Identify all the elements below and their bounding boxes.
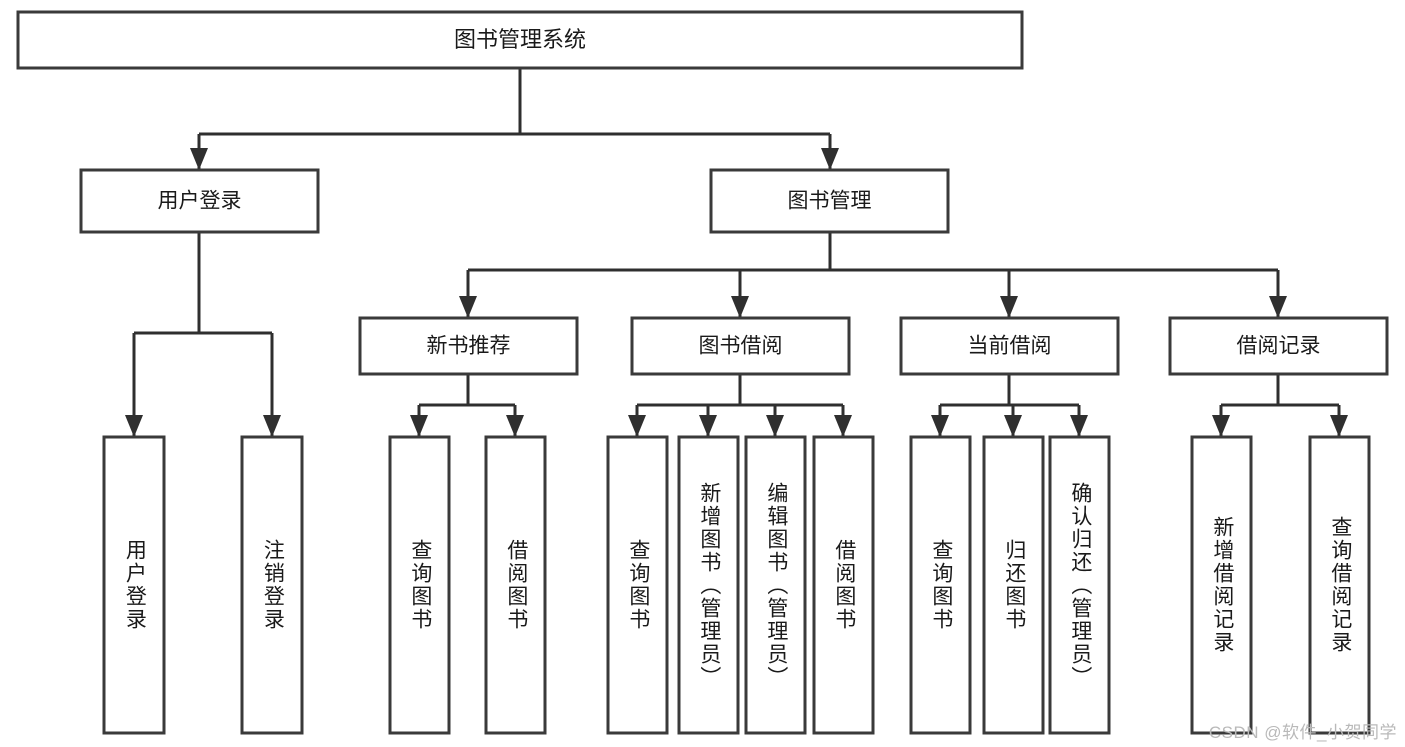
node-leaf-query-book-2[interactable] bbox=[606, 435, 669, 735]
node-box-borrow-record[interactable] bbox=[1168, 316, 1389, 376]
node-box-book-manage[interactable] bbox=[709, 168, 950, 234]
arrow-head bbox=[125, 415, 143, 437]
node-box-leaf-query-record[interactable] bbox=[1308, 435, 1371, 735]
node-box-leaf-query-book-3[interactable] bbox=[909, 435, 972, 735]
node-leaf-edit-book[interactable] bbox=[744, 435, 807, 735]
node-box-leaf-query-book-2[interactable] bbox=[606, 435, 669, 735]
node-box-leaf-user-login[interactable] bbox=[102, 435, 166, 735]
arrow-head bbox=[263, 415, 281, 437]
arrow-head bbox=[931, 415, 949, 437]
node-leaf-user-login[interactable] bbox=[102, 435, 166, 735]
node-leaf-borrow-book-1[interactable] bbox=[484, 435, 547, 735]
watermark-text: CSDN @软件_小贺同学 bbox=[1208, 723, 1397, 742]
connector-layer bbox=[125, 68, 1348, 437]
arrow-head bbox=[1070, 415, 1088, 437]
arrow-head bbox=[190, 148, 208, 170]
arrow-head bbox=[1269, 296, 1287, 318]
node-new-book-rec[interactable] bbox=[358, 316, 579, 376]
arrow-head bbox=[1000, 296, 1018, 318]
arrow-head bbox=[821, 148, 839, 170]
node-leaf-confirm-return[interactable] bbox=[1048, 435, 1111, 735]
node-label-root: 图书管理系统 bbox=[454, 27, 586, 52]
node-leaf-query-record[interactable] bbox=[1308, 435, 1371, 735]
node-box-leaf-return-book[interactable] bbox=[982, 435, 1045, 735]
node-label-borrow-record: 借阅记录 bbox=[1237, 335, 1321, 358]
node-label-book-borrow: 图书借阅 bbox=[699, 335, 783, 358]
node-box-new-book-rec[interactable] bbox=[358, 316, 579, 376]
arrow-head bbox=[1212, 415, 1230, 437]
node-box-root[interactable] bbox=[16, 10, 1024, 70]
node-label-user-login: 用户登录 bbox=[158, 190, 242, 213]
node-box-leaf-add-book[interactable] bbox=[677, 435, 740, 735]
node-book-borrow[interactable] bbox=[630, 316, 851, 376]
node-leaf-return-book[interactable] bbox=[982, 435, 1045, 735]
arrow-head bbox=[731, 296, 749, 318]
node-box-leaf-borrow-book-1[interactable] bbox=[484, 435, 547, 735]
node-label-new-book-rec: 新书推荐 bbox=[427, 335, 511, 358]
node-box-current-borrow[interactable] bbox=[899, 316, 1120, 376]
node-box-leaf-edit-book[interactable] bbox=[744, 435, 807, 735]
node-box-leaf-user-logout[interactable] bbox=[240, 435, 304, 735]
node-book-manage[interactable] bbox=[709, 168, 950, 234]
arrow-head bbox=[628, 415, 646, 437]
arrow-head bbox=[1330, 415, 1348, 437]
node-box-leaf-borrow-book-2[interactable] bbox=[812, 435, 875, 735]
node-label-book-manage: 图书管理 bbox=[788, 190, 872, 213]
node-box-user-login[interactable] bbox=[79, 168, 320, 234]
node-leaf-query-book-3[interactable] bbox=[909, 435, 972, 735]
node-leaf-user-logout[interactable] bbox=[240, 435, 304, 735]
arrow-head bbox=[459, 296, 477, 318]
node-box-layer bbox=[16, 10, 1389, 735]
node-box-leaf-add-record[interactable] bbox=[1190, 435, 1253, 735]
node-leaf-add-book[interactable] bbox=[677, 435, 740, 735]
node-label-current-borrow: 当前借阅 bbox=[968, 335, 1052, 358]
node-leaf-query-book-1[interactable] bbox=[388, 435, 451, 735]
arrow-head bbox=[410, 415, 428, 437]
node-root[interactable] bbox=[16, 10, 1024, 70]
arrow-head bbox=[699, 415, 717, 437]
arrow-head bbox=[766, 415, 784, 437]
node-user-login[interactable] bbox=[79, 168, 320, 234]
node-leaf-add-record[interactable] bbox=[1190, 435, 1253, 735]
node-box-book-borrow[interactable] bbox=[630, 316, 851, 376]
arrow-head bbox=[834, 415, 852, 437]
node-leaf-borrow-book-2[interactable] bbox=[812, 435, 875, 735]
node-box-leaf-query-book-1[interactable] bbox=[388, 435, 451, 735]
node-current-borrow[interactable] bbox=[899, 316, 1120, 376]
arrow-head bbox=[506, 415, 524, 437]
node-borrow-record[interactable] bbox=[1168, 316, 1389, 376]
arrow-head bbox=[1004, 415, 1022, 437]
node-box-leaf-confirm-return[interactable] bbox=[1048, 435, 1111, 735]
